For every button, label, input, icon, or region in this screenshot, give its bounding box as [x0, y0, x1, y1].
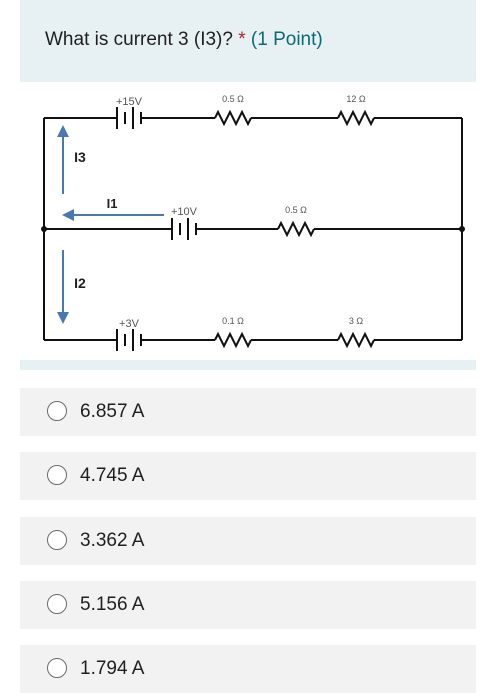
answer-option-label: 3.362 A [80, 530, 145, 551]
radio-icon[interactable] [47, 658, 67, 678]
answer-option-label: 6.857 A [80, 401, 145, 422]
answer-option-4[interactable]: 5.156 A [20, 581, 476, 629]
resistor-top-1-label: 0.5 Ω [222, 94, 244, 104]
radio-icon[interactable] [47, 594, 67, 614]
top-resistor-1 [214, 109, 252, 127]
resistor-bottom-2-label: 3 Ω [349, 316, 364, 326]
bottom-resistor-1 [214, 331, 252, 349]
radio-icon[interactable] [47, 465, 67, 485]
radio-icon[interactable] [47, 530, 67, 550]
current-i1-label: I1 [107, 196, 118, 211]
answer-option-5[interactable]: 1.794 A [20, 645, 476, 693]
question-title: What is current 3 (I3)? * (1 Point) [45, 27, 323, 53]
answer-option-label: 1.794 A [80, 658, 145, 679]
voltage-bottom-label: +3V [119, 318, 140, 330]
resistor-bottom-1-label: 0.1 Ω [222, 316, 244, 326]
bottom-resistor-2 [337, 331, 375, 349]
question-text: What is current 3 (I3)? [45, 29, 233, 50]
current-i3-label: I3 [74, 149, 86, 165]
answer-option-3[interactable]: 3.362 A [20, 517, 476, 565]
answer-option-1[interactable]: 6.857 A [20, 388, 476, 436]
left-node [41, 226, 47, 232]
points-label: (1 Point) [250, 29, 323, 50]
current-i2-label: I2 [74, 275, 86, 291]
answer-option-label: 4.745 A [80, 465, 145, 486]
right-node [459, 226, 465, 232]
circuit-diagram: +15V +10V +3V 0.5 Ω 12 Ω 0.5 Ω 0.1 Ω 3 Ω… [20, 82, 476, 360]
answer-option-2[interactable]: 4.745 A [20, 452, 476, 500]
required-mark: * [238, 29, 246, 50]
top-resistor-2 [337, 109, 375, 127]
voltage-top-label: +15V [116, 96, 143, 108]
radio-icon[interactable] [47, 401, 67, 421]
resistor-top-2-label: 12 Ω [346, 94, 366, 104]
resistor-middle-1-label: 0.5 Ω [285, 205, 307, 215]
voltage-middle-label: +10V [171, 206, 198, 218]
middle-resistor-1 [277, 220, 315, 238]
answer-option-label: 5.156 A [80, 594, 145, 615]
